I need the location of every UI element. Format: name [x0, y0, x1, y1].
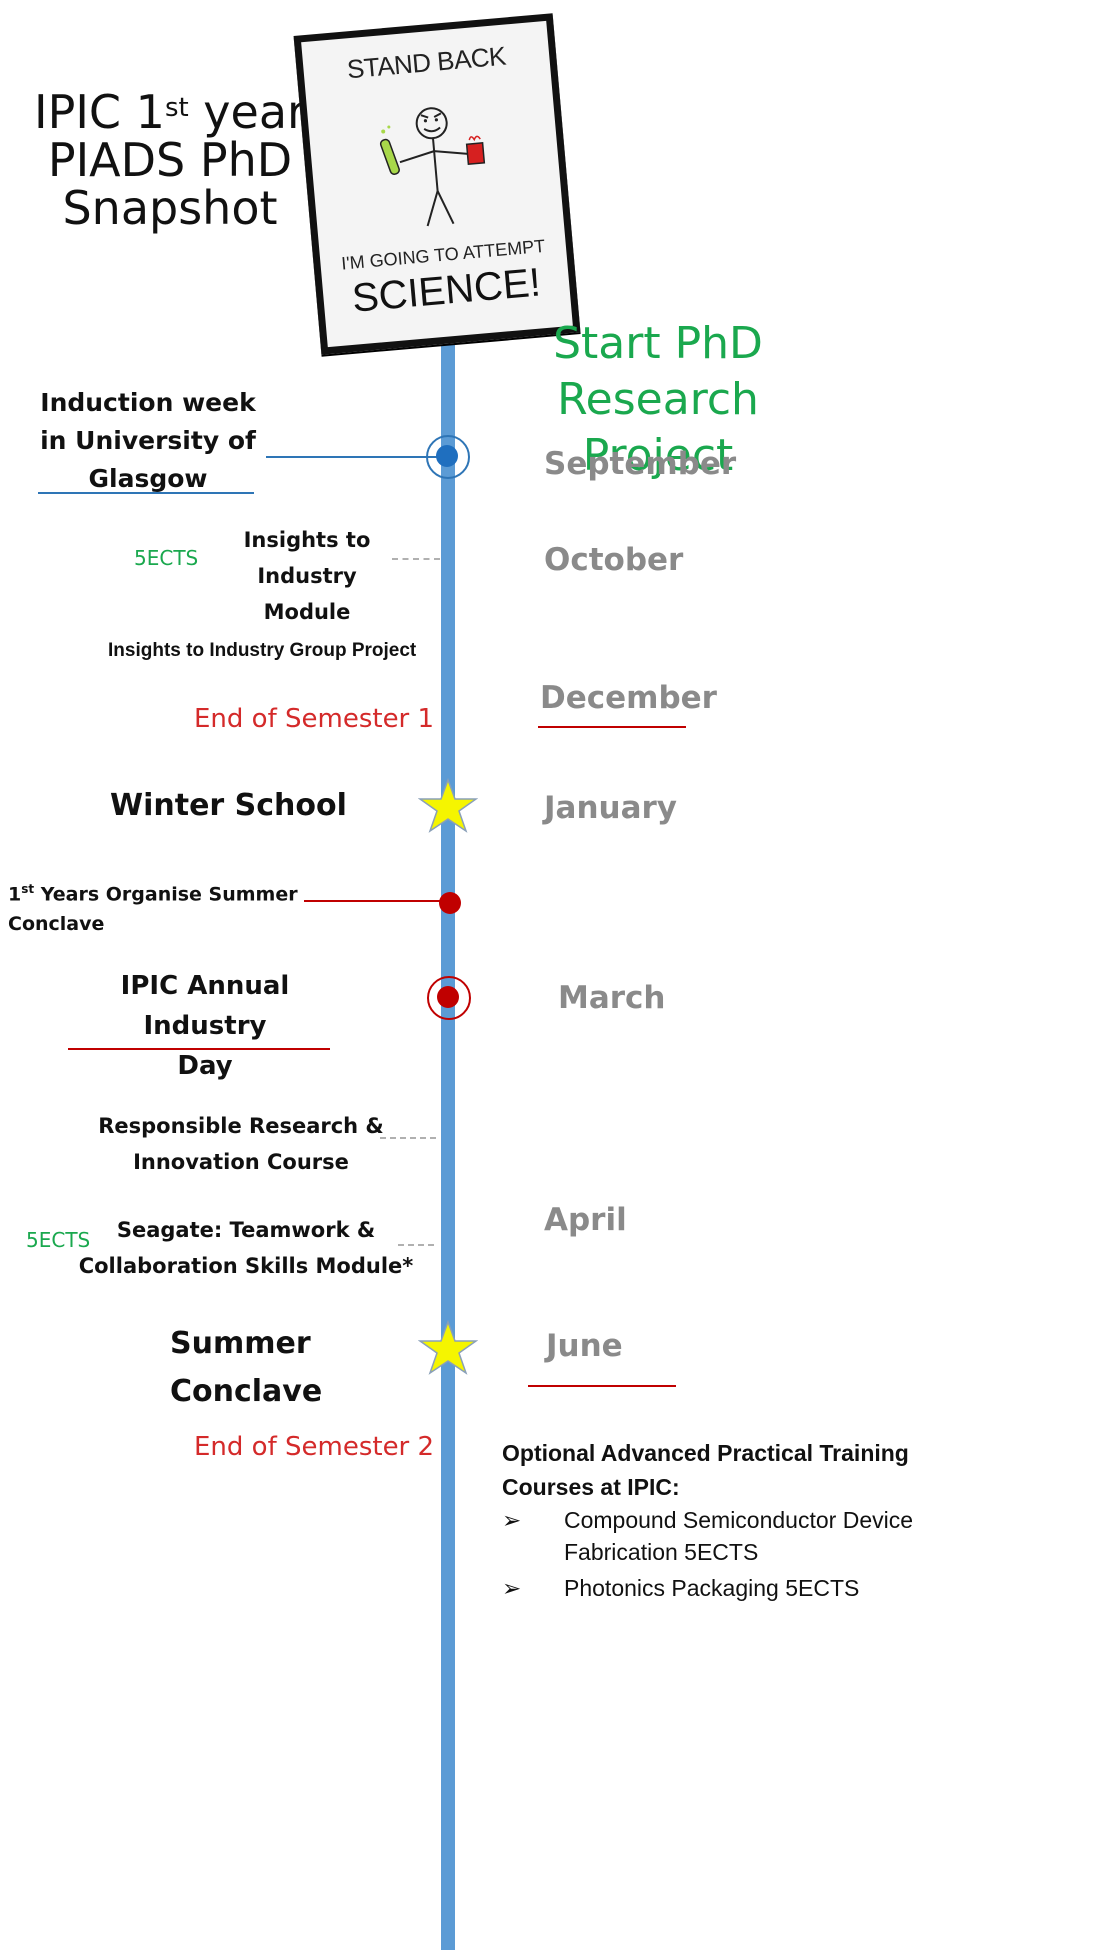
optional-heading-line1: Optional Advanced Practical Training — [502, 1440, 909, 1466]
september-ring-marker — [426, 435, 470, 479]
seagate-ects-label: 5ECTS — [26, 1228, 91, 1252]
organise-conclave-label: 1st Years Organise Summer Conclave — [8, 882, 298, 936]
summer-conclave-star-icon — [418, 1320, 478, 1375]
december-underline — [538, 726, 686, 728]
summer-conclave-label: Summer Conclave — [170, 1326, 323, 1409]
insights-module-label: Insights to Industry Module — [243, 528, 371, 624]
optional-courses-list: ➢ Compound Semiconductor Device Fabricat… — [502, 1504, 1102, 1604]
start-phd-heading: Start PhD Research Project — [553, 318, 763, 481]
arrow-bullet-icon: ➢ — [502, 1575, 522, 1601]
stand-back-sign: STAND BACK I'M GOING TO ATTEMPT SCIENCE! — [293, 13, 581, 355]
page-title: IPIC 1st year PIADS PhD Snapshot — [34, 85, 306, 235]
timeline-post — [441, 300, 455, 1950]
end-semester-2-label: End of Semester 2 — [194, 1432, 435, 1462]
seagate-connector — [398, 1244, 434, 1246]
month-october: October — [544, 542, 684, 578]
optional-heading-line2: Courses at IPIC: — [502, 1474, 680, 1500]
month-september: September — [544, 446, 737, 482]
march-ring-marker — [427, 976, 471, 1020]
rri-course-label: Responsible Research & Innovation Course — [98, 1114, 384, 1174]
month-january: January — [544, 790, 678, 826]
end-semester-1-label: End of Semester 1 — [194, 704, 435, 734]
september-dot-marker — [436, 445, 458, 467]
industry-day-label: IPIC Annual Industry Day — [120, 971, 290, 1081]
sign-top-text: STAND BACK — [345, 40, 507, 85]
june-underline — [528, 1385, 676, 1387]
insights-module-connector — [392, 558, 440, 560]
month-april: April — [544, 1202, 627, 1238]
rri-connector — [380, 1137, 436, 1139]
stick-figure-scientist-icon — [379, 107, 486, 227]
group-project-label: Insights to Industry Group Project — [108, 640, 417, 661]
organise-dot-marker — [439, 892, 461, 914]
winter-school-label: Winter School — [110, 788, 347, 823]
seagate-module-label: Seagate: Teamwork & Collaboration Skills… — [78, 1218, 414, 1278]
induction-week-label: Induction week in University of Glasgow — [40, 388, 256, 493]
organise-connector — [304, 900, 440, 902]
list-item: ➢ Compound Semiconductor Device Fabricat… — [502, 1504, 1102, 1568]
march-dot-marker — [437, 986, 459, 1008]
list-item: ➢ Photonics Packaging 5ECTS — [502, 1572, 1102, 1604]
month-june: June — [546, 1328, 623, 1364]
induction-underline — [38, 492, 254, 494]
induction-connector — [266, 456, 446, 458]
optional-courses-block: Optional Advanced Practical Training Cou… — [502, 1436, 1102, 1608]
winter-school-star-icon — [418, 778, 478, 833]
month-march: March — [558, 980, 666, 1016]
insights-ects-label: 5ECTS — [134, 546, 199, 570]
month-december: December — [540, 680, 717, 716]
arrow-bullet-icon: ➢ — [502, 1507, 522, 1533]
industry-day-underline — [68, 1048, 330, 1050]
